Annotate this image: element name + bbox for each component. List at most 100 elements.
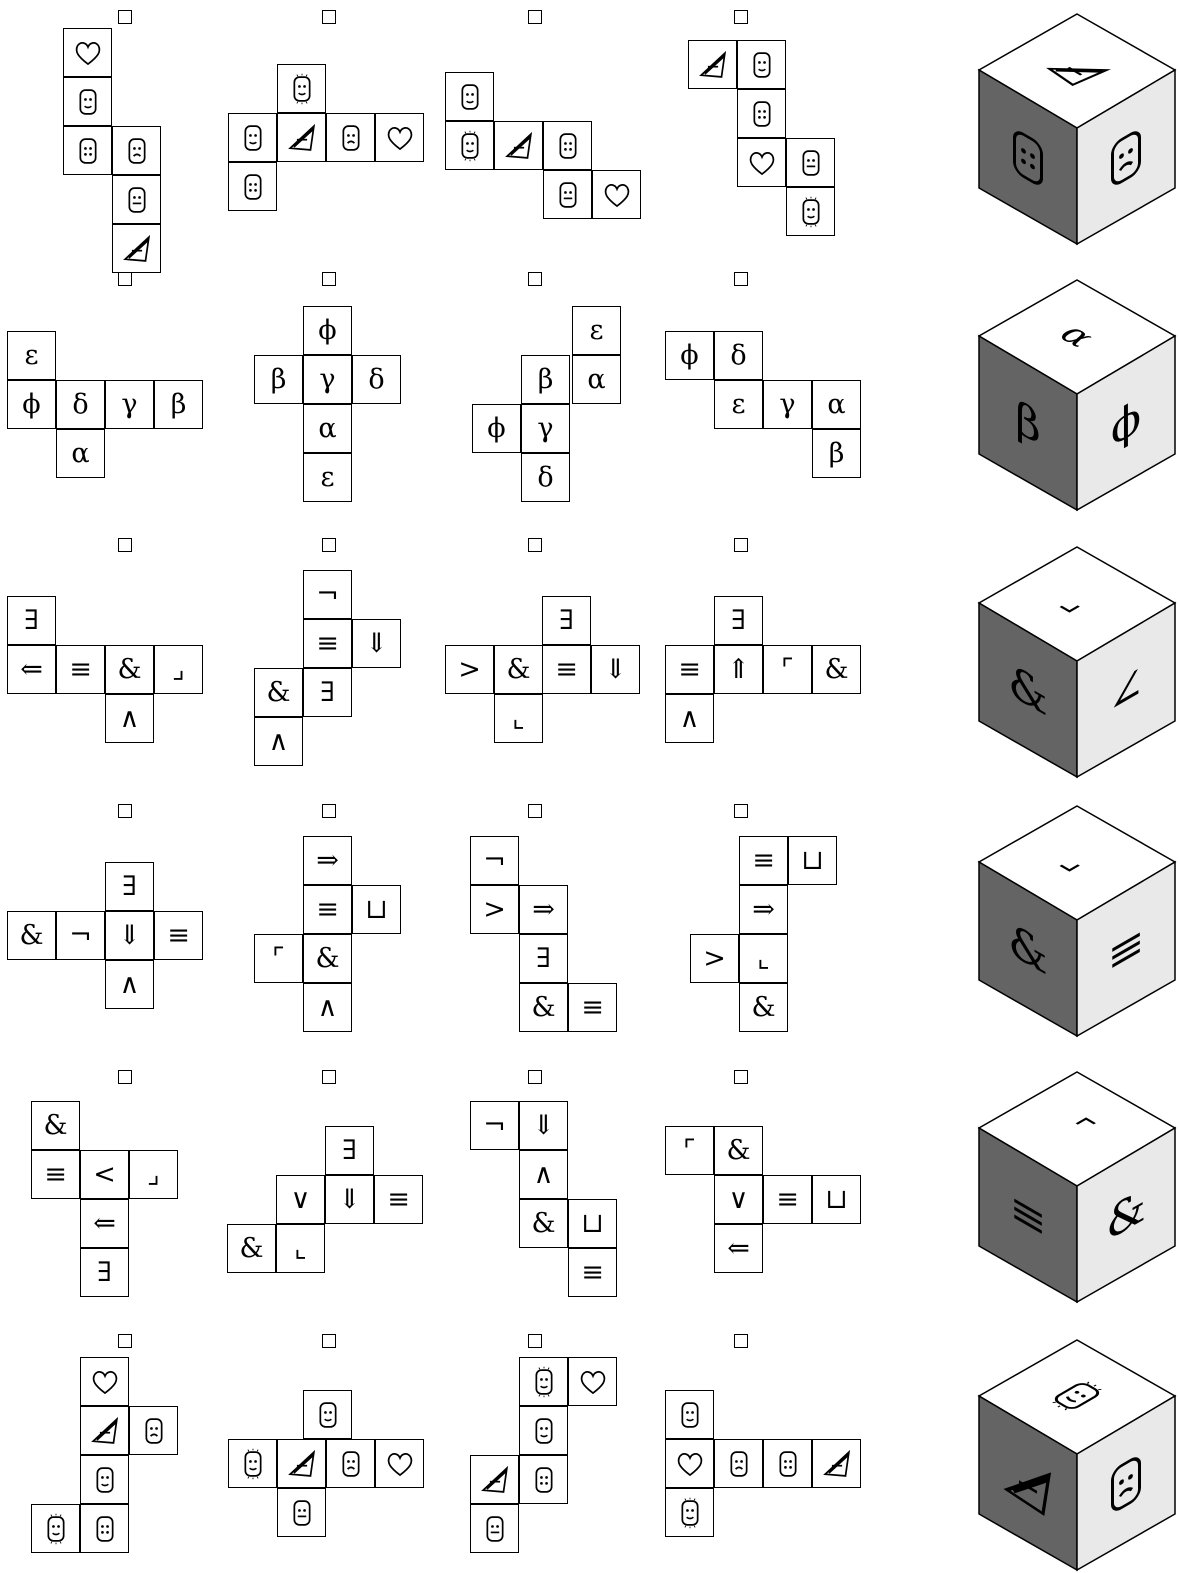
corner-top-left-glyph: ⌜ xyxy=(781,656,794,683)
net-face: α xyxy=(56,429,105,478)
corner-top-left-glyph: ⌜ xyxy=(272,945,285,972)
net-face: & xyxy=(519,1199,568,1248)
triangle-glyph-icon xyxy=(696,48,730,82)
down-double-arrow-glyph: ⇓ xyxy=(118,922,141,949)
net-face: ≡ xyxy=(303,619,352,668)
net-face: ϕ xyxy=(472,404,521,453)
answer-checkbox[interactable] xyxy=(734,272,748,286)
corner-glyph: ⌟ xyxy=(147,1161,160,1188)
net-face: > xyxy=(690,934,739,983)
cube-3d: αβϕ xyxy=(977,278,1177,513)
net-face: ⌟ xyxy=(154,645,203,694)
net-face: & xyxy=(227,1224,276,1273)
net-face: ≡ xyxy=(763,1175,812,1224)
net-face xyxy=(786,187,835,236)
logical-and-glyph: ∧ xyxy=(534,1161,554,1188)
answer-checkbox[interactable] xyxy=(734,1070,748,1084)
right-double-arrow-glyph: ⇒ xyxy=(752,896,775,923)
ampersand-glyph: & xyxy=(531,1210,555,1237)
net-face: ∧ xyxy=(665,694,714,743)
net-face xyxy=(277,64,326,113)
net-face xyxy=(129,1406,178,1455)
net-face: ≡ xyxy=(542,645,591,694)
net-face: α xyxy=(303,404,352,453)
greater-than-glyph: > xyxy=(483,896,506,923)
rounded-face-icon xyxy=(71,85,105,119)
rounded-face-dots-icon xyxy=(527,1463,561,1497)
rounded-face-double-icon xyxy=(120,183,154,217)
net-face xyxy=(228,1439,277,1488)
net-face: & xyxy=(254,668,303,717)
net-face xyxy=(326,1439,375,1488)
net-face xyxy=(494,121,543,170)
net-face xyxy=(375,113,424,162)
answer-checkbox[interactable] xyxy=(322,1334,336,1348)
rounded-face-double-icon xyxy=(551,178,585,212)
answer-checkbox[interactable] xyxy=(528,538,542,552)
answer-checkbox[interactable] xyxy=(118,10,132,24)
greater-than-glyph: > xyxy=(458,656,481,683)
answer-checkbox[interactable] xyxy=(118,272,132,286)
net-face xyxy=(714,1439,763,1488)
net-face xyxy=(665,1439,714,1488)
heart-icon xyxy=(673,1447,707,1481)
oval-face-icon xyxy=(334,121,368,155)
triple-bar-glyph: ≡ xyxy=(678,656,701,683)
answer-checkbox[interactable] xyxy=(322,10,336,24)
triple-bar-glyph: ≡ xyxy=(776,1186,799,1213)
answer-checkbox[interactable] xyxy=(528,804,542,818)
gamma-glyph: γ xyxy=(319,366,335,393)
ampersand-glyph: & xyxy=(266,679,290,706)
heart-icon xyxy=(71,36,105,70)
less-than-glyph: < xyxy=(93,1161,116,1188)
net-face xyxy=(303,1390,352,1439)
answer-checkbox[interactable] xyxy=(528,1070,542,1084)
answer-checkbox[interactable] xyxy=(322,538,336,552)
heart-icon xyxy=(383,1447,417,1481)
net-face xyxy=(80,1357,129,1406)
square-cup-glyph: ⊔ xyxy=(365,896,388,923)
answer-checkbox[interactable] xyxy=(118,804,132,818)
glowing-face-icon xyxy=(285,72,319,106)
net-face: ⊔ xyxy=(568,1199,617,1248)
net-face: γ xyxy=(105,380,154,429)
answer-checkbox[interactable] xyxy=(528,10,542,24)
answer-checkbox[interactable] xyxy=(734,10,748,24)
answer-checkbox[interactable] xyxy=(118,1334,132,1348)
net-face xyxy=(543,170,592,219)
net-face: ∃ xyxy=(542,596,591,645)
glowing-face-icon xyxy=(527,1365,561,1399)
net-face xyxy=(737,138,786,187)
gamma-glyph: γ xyxy=(121,391,137,418)
answer-checkbox[interactable] xyxy=(322,1070,336,1084)
left-double-arrow-glyph: ⇐ xyxy=(20,656,43,683)
net-face: ≡ xyxy=(303,885,352,934)
answer-checkbox[interactable] xyxy=(118,538,132,552)
ampersand-glyph: & xyxy=(531,994,555,1021)
left-double-arrow-glyph: ⇐ xyxy=(93,1210,116,1237)
answer-checkbox[interactable] xyxy=(734,1334,748,1348)
answer-checkbox[interactable] xyxy=(118,1070,132,1084)
answer-checkbox[interactable] xyxy=(734,538,748,552)
answer-checkbox[interactable] xyxy=(322,272,336,286)
ampersand-glyph: & xyxy=(751,994,775,1021)
ampersand-glyph: & xyxy=(239,1235,263,1262)
answer-checkbox[interactable] xyxy=(528,1334,542,1348)
net-face xyxy=(688,40,737,89)
net-face xyxy=(63,126,112,175)
net-face xyxy=(277,1488,326,1537)
net-face xyxy=(228,162,277,211)
answer-checkbox[interactable] xyxy=(528,272,542,286)
corner-bottom-left-glyph: ⌞ xyxy=(757,945,770,972)
ampersand-glyph: & xyxy=(824,656,848,683)
net-face: ε xyxy=(303,453,352,502)
phi-glyph: ϕ xyxy=(22,391,40,418)
triangle-glyph-icon xyxy=(120,232,154,266)
heart-icon xyxy=(745,146,779,180)
answer-checkbox[interactable] xyxy=(322,804,336,818)
net-face: ∃ xyxy=(714,596,763,645)
phi-glyph: ϕ xyxy=(487,415,505,442)
logical-and-glyph: ∧ xyxy=(680,705,700,732)
answer-checkbox[interactable] xyxy=(734,804,748,818)
net-face: ∧ xyxy=(254,717,303,766)
